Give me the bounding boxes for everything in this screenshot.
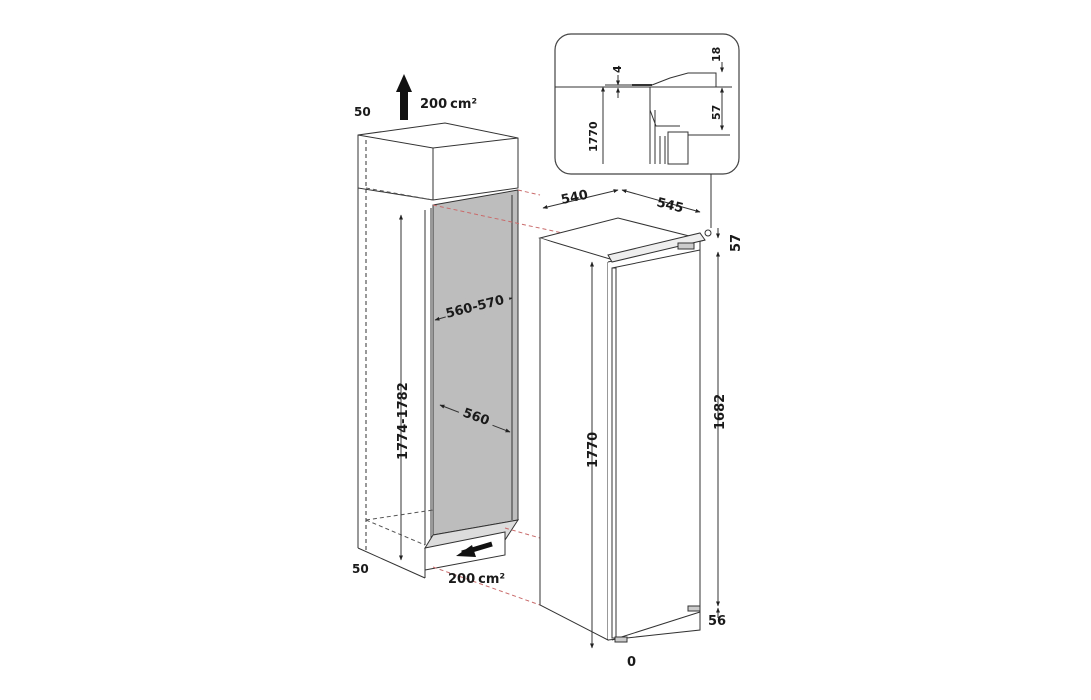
appliance-height-label: 1770 <box>586 432 601 468</box>
top-gap-label: 50 <box>354 105 371 119</box>
appliance-width-label: 540 <box>560 188 590 208</box>
appliance-depth-label: 545 <box>655 195 685 216</box>
appliance-front-offset-label: 0 <box>627 655 636 670</box>
detail-gap-top-label: 4 <box>611 65 624 73</box>
appliance-top-offset-label: 57 <box>729 234 744 252</box>
detail-height-label: 1770 <box>587 121 600 152</box>
detail-hinge-thickness-label: 18 <box>710 47 723 62</box>
appliance: 540 545 57 1770 1682 56 0 <box>538 188 744 670</box>
appliance-bottom-offset-label: 56 <box>708 614 726 629</box>
detail-inset: 4 18 57 1770 <box>554 33 740 237</box>
niche-height-label: 1774-1782 <box>396 382 411 460</box>
door-height-label: 1682 <box>713 394 728 430</box>
detail-hinge-offset-label: 57 <box>710 105 723 120</box>
bottom-gap-label: 50 <box>352 562 369 576</box>
